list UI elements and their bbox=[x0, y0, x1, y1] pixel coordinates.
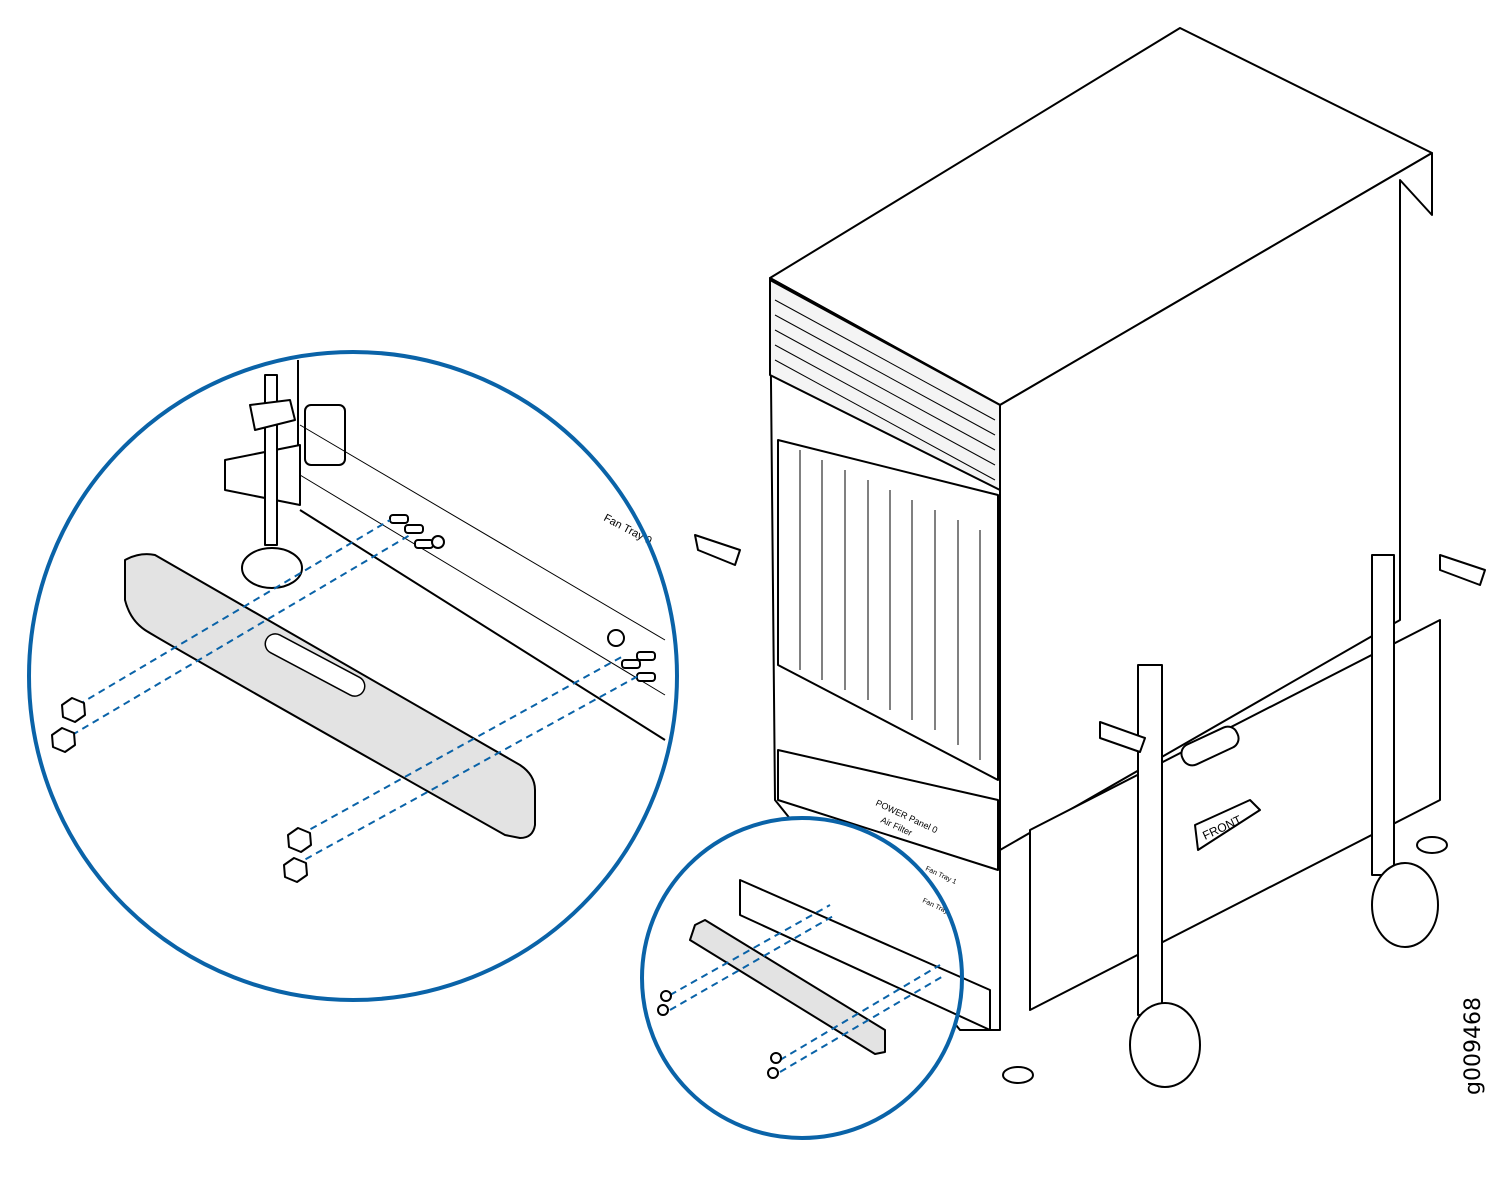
leveling-foot bbox=[1002, 1066, 1034, 1084]
chassis-bottom-detail bbox=[739, 879, 991, 1031]
caster-wheel-rear bbox=[1371, 862, 1439, 948]
card-cage bbox=[777, 439, 999, 781]
bracket-small bbox=[689, 919, 886, 1055]
ground-symbol-icon bbox=[607, 629, 625, 647]
fan-grille bbox=[769, 279, 1001, 491]
grille-pattern bbox=[774, 299, 996, 481]
nut-icon bbox=[283, 857, 308, 883]
crank-handle-left[interactable] bbox=[694, 534, 741, 566]
nut-icon bbox=[61, 697, 86, 723]
hinge-plate bbox=[304, 404, 346, 466]
cart-pole-front bbox=[1137, 664, 1163, 1016]
lift-cart bbox=[694, 534, 1486, 1088]
leveling-foot-rear bbox=[1416, 836, 1448, 854]
nut-icon bbox=[660, 990, 672, 1002]
front-arrow bbox=[1194, 799, 1261, 851]
callout-circle-small bbox=[640, 816, 964, 1140]
leveling-screw bbox=[264, 374, 278, 546]
handle-slot bbox=[1180, 725, 1240, 767]
ground-symbol-icon bbox=[431, 535, 445, 549]
bracket-slot bbox=[264, 633, 366, 697]
crank-handle-front[interactable] bbox=[1099, 721, 1146, 753]
card-slots bbox=[799, 450, 981, 760]
mounting-studs bbox=[389, 514, 656, 682]
cart-pole-rear bbox=[1371, 554, 1395, 876]
callout-circle-large bbox=[27, 350, 679, 1002]
nut-icon bbox=[770, 1052, 782, 1064]
figure-id: g009468 bbox=[1461, 997, 1486, 1095]
power-panel bbox=[777, 749, 999, 871]
large-callout: Fan Tray 0 bbox=[27, 350, 679, 1002]
nut-icon bbox=[287, 827, 312, 853]
nut-icon bbox=[657, 1004, 669, 1016]
leveling-foot-detail bbox=[241, 547, 303, 589]
hex-nut bbox=[249, 399, 296, 431]
nut-icon bbox=[767, 1067, 779, 1079]
crank-handle-rear[interactable] bbox=[1439, 554, 1486, 586]
bracket-large bbox=[124, 553, 536, 839]
small-callout: Fan Tray 1 Fan Tray bbox=[640, 816, 991, 1140]
nut-icon bbox=[51, 727, 76, 753]
caster-wheel-front bbox=[1129, 1002, 1201, 1088]
